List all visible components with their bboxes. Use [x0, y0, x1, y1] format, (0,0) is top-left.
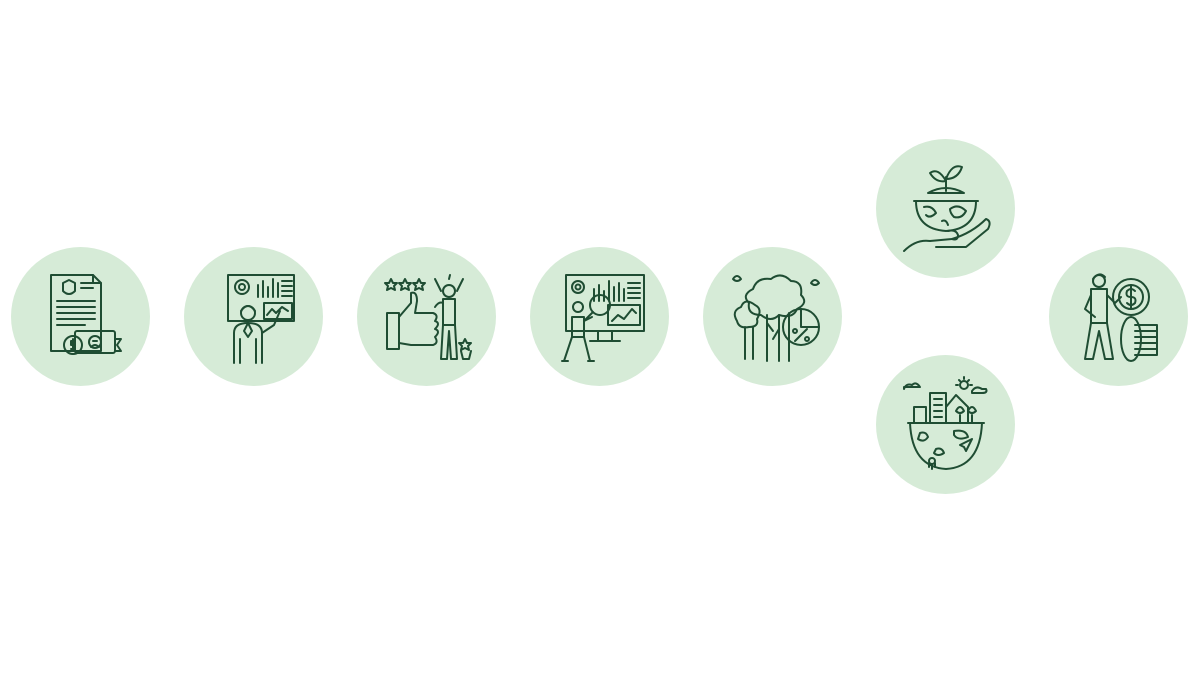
- hand-holding-earth-sprout-icon-circle: [876, 139, 1015, 278]
- forest-percentage-icon-circle: [703, 247, 842, 386]
- person-coin-savings-icon: [1083, 272, 1158, 362]
- forest-percentage-icon: [731, 274, 820, 362]
- insurance-document-icon-circle: [11, 247, 150, 386]
- business-analytics-presenter-icon-circle: [184, 247, 323, 386]
- city-on-earth-icon-circle: [876, 355, 1015, 494]
- data-analysis-monitor-icon: [560, 273, 645, 362]
- insurance-document-icon: [49, 273, 122, 355]
- data-analysis-monitor-icon-circle: [530, 247, 669, 386]
- city-on-earth-icon: [902, 375, 987, 470]
- hand-holding-earth-sprout-icon: [902, 164, 991, 252]
- business-analytics-presenter-icon: [226, 273, 295, 364]
- customer-rating-thumbs-up-icon: [383, 273, 472, 360]
- person-coin-savings-icon-circle: [1049, 247, 1188, 386]
- customer-rating-thumbs-up-icon-circle: [357, 247, 496, 386]
